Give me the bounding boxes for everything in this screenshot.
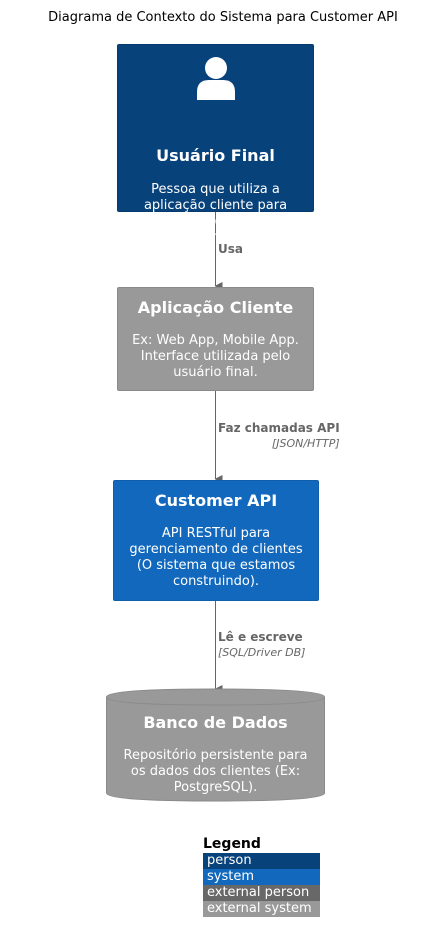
node-name: Customer API [154, 491, 278, 510]
node-description: Ex: Web App, Mobile App. Interface utili… [132, 333, 299, 380]
node-description: API RESTful para gerenciamento de client… [129, 526, 303, 589]
edge-label-usa: Usa [218, 242, 243, 257]
node-customer-api[interactable]: Customer API API RESTful para gerenciame… [113, 480, 319, 601]
legend-item-system: system [203, 869, 320, 885]
node-description: Pessoa que utiliza a aplicação cliente p… [132, 182, 299, 245]
node-name: Banco de Dados [143, 713, 288, 732]
node-aplicacao-cliente[interactable]: Aplicação Cliente Ex: Web App, Mobile Ap… [117, 287, 314, 391]
edge-label-chamadas-api: Faz chamadas API [JSON/HTTP] [218, 421, 340, 451]
node-name: Aplicação Cliente [137, 298, 294, 317]
node-banco-de-dados[interactable]: Banco de Dados Repositório persistente p… [106, 688, 325, 802]
person-icon [197, 57, 235, 100]
legend: Legend person system external person ext… [203, 836, 320, 917]
edge-label-le-e-escreve: Lê e escreve [SQL/Driver DB] [218, 630, 305, 660]
database-cylinder-shape [106, 688, 325, 802]
relationship-label: Usa [218, 242, 243, 256]
diagram-title: Diagrama de Contexto do Sistema para Cus… [48, 10, 398, 25]
node-description: Repositório persistente para os dados do… [123, 748, 308, 795]
legend-item-external-person: external person [203, 885, 320, 901]
legend-item-person: person [203, 853, 320, 869]
node-name: Usuário Final [156, 146, 275, 165]
relationship-technology: [JSON/HTTP] [271, 437, 340, 450]
relationship-technology: [SQL/Driver DB] [218, 646, 306, 659]
relationship-label: Faz chamadas API [218, 421, 340, 435]
relationship-label: Lê e escreve [218, 630, 303, 644]
legend-item-external-system: external system [203, 901, 320, 917]
legend-title: Legend [203, 836, 261, 852]
node-usuario-final[interactable]: Usuário Final Pessoa que utiliza a aplic… [117, 44, 314, 245]
